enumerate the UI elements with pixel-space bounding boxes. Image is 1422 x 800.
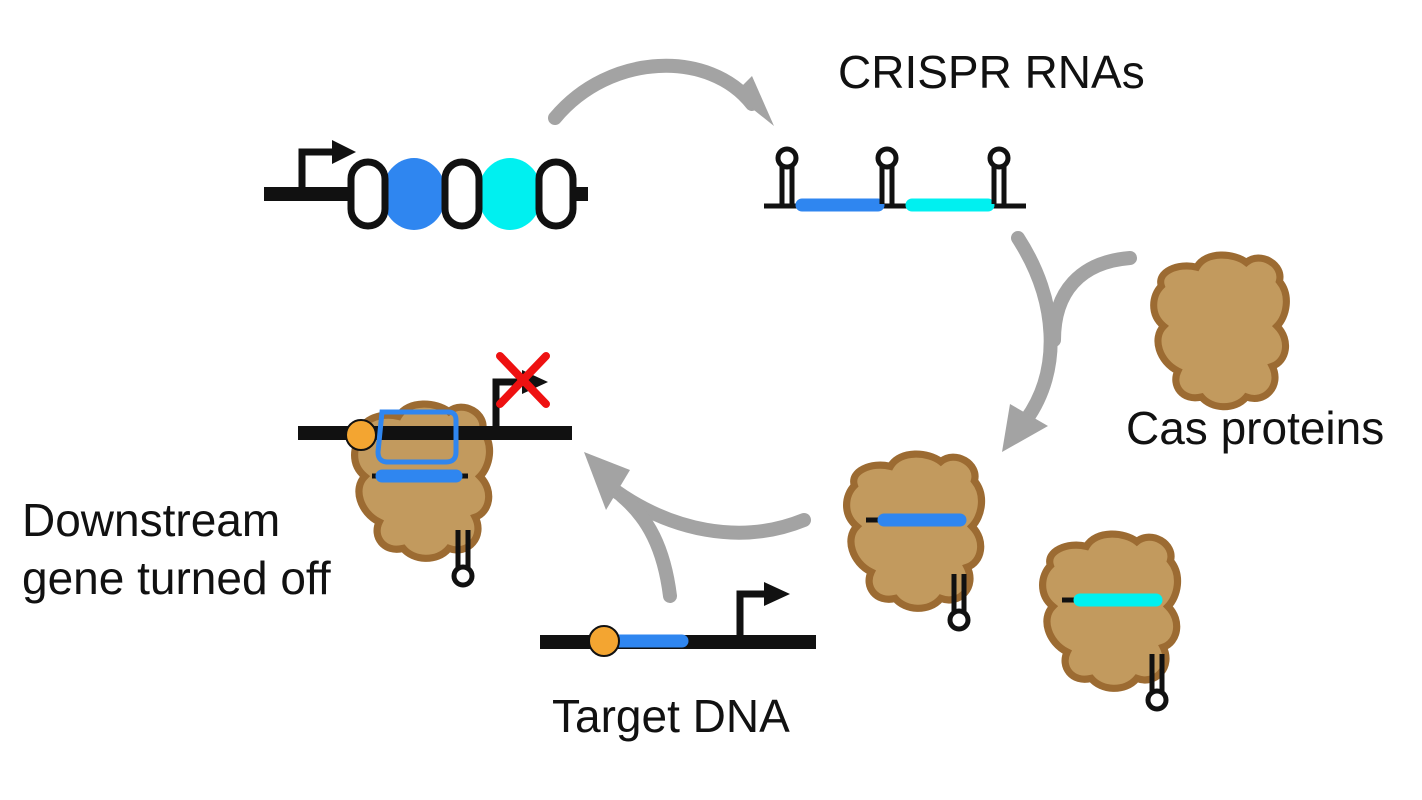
crispr-array (264, 140, 588, 230)
cas-protein (1154, 255, 1287, 407)
repeat-hairpin-icon (778, 149, 796, 204)
repeat-1 (347, 158, 389, 230)
target-dna-label: Target DNA (552, 690, 790, 742)
bound-spacer-loop (375, 409, 459, 465)
target-dna (540, 582, 816, 657)
cas-complex-blue (847, 454, 982, 629)
downstream-label-line2: gene turned off (22, 552, 331, 604)
arrow-array-to-rna (548, 58, 774, 126)
promoter-arrow-icon (298, 140, 356, 194)
blocked-x-icon (496, 352, 550, 408)
pam-site (345, 419, 377, 451)
arrow-rna-to-complex (1002, 231, 1137, 452)
downstream-label-line1: Downstream (22, 494, 281, 546)
arrow-complex-to-repression (584, 452, 811, 603)
repeat-hairpin-icon (878, 149, 896, 204)
promoter-arrow-icon (736, 582, 790, 642)
spacer-cyan (478, 158, 542, 230)
spacer-blue (382, 158, 446, 230)
pam-site (588, 625, 620, 657)
repeat-2 (441, 158, 483, 230)
repeat-3 (535, 158, 577, 230)
crispr-rnas-label: CRISPR RNAs (838, 46, 1145, 98)
crispr-rnas (764, 149, 1026, 212)
repeat-hairpin-icon (990, 149, 1008, 204)
cas-proteins-label: Cas proteins (1126, 402, 1385, 454)
repressed-gene (298, 352, 572, 585)
cas-complex-cyan (1043, 534, 1178, 709)
